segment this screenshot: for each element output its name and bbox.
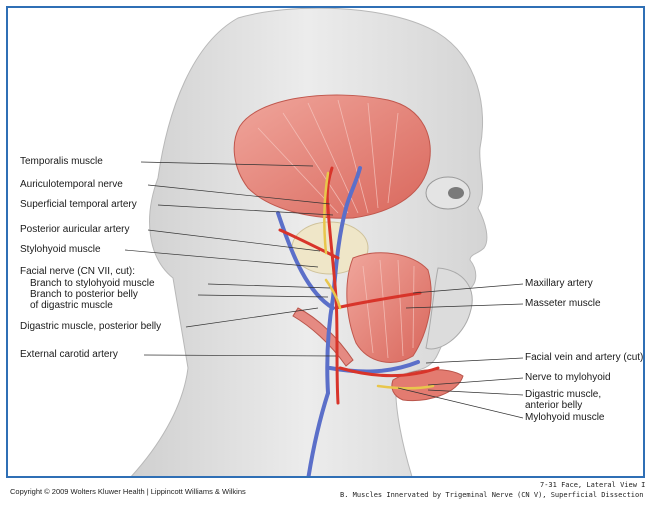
label-digastric-anterior: Digastric muscle,	[525, 389, 601, 400]
label-branch-posterior-belly-2: of digastric muscle	[30, 300, 113, 311]
label-nerve-to-mylohyoid: Nerve to mylohyoid	[525, 372, 611, 383]
label-auriculotemporal-nerve: Auriculotemporal nerve	[20, 179, 123, 190]
label-digastric-posterior-belly: Digastric muscle, posterior belly	[20, 321, 161, 332]
label-facial-vein-artery: Facial vein and artery (cut)	[525, 352, 643, 363]
label-posterior-auricular-artery: Posterior auricular artery	[20, 224, 129, 235]
label-digastric-anterior-2: anterior belly	[525, 400, 582, 411]
label-branch-stylohyoid: Branch to stylohyoid muscle	[30, 278, 155, 289]
label-masseter-muscle: Masseter muscle	[525, 298, 601, 309]
label-external-carotid-artery: External carotid artery	[20, 349, 118, 360]
label-maxillary-artery: Maxillary artery	[525, 278, 593, 289]
label-branch-posterior-belly: Branch to posterior belly	[30, 289, 138, 300]
figure-frame: Temporalis muscle Auriculotemporal nerve…	[6, 6, 645, 478]
label-superficial-temporal-artery: Superficial temporal artery	[20, 199, 137, 210]
label-temporalis-muscle: Temporalis muscle	[20, 156, 103, 167]
label-stylohyoid-muscle: Stylohyoid muscle	[20, 244, 101, 255]
label-facial-nerve: Facial nerve (CN VII, cut):	[20, 266, 135, 277]
copyright-text: Copyright © 2009 Wolters Kluwer Health |…	[10, 487, 246, 496]
figure-caption: B. Muscles Innervated by Trigeminal Nerv…	[340, 491, 643, 499]
label-mylohyoid-muscle: Mylohyoid muscle	[525, 412, 604, 423]
figure-reference: 7-31 Face, Lateral View I	[540, 481, 645, 489]
